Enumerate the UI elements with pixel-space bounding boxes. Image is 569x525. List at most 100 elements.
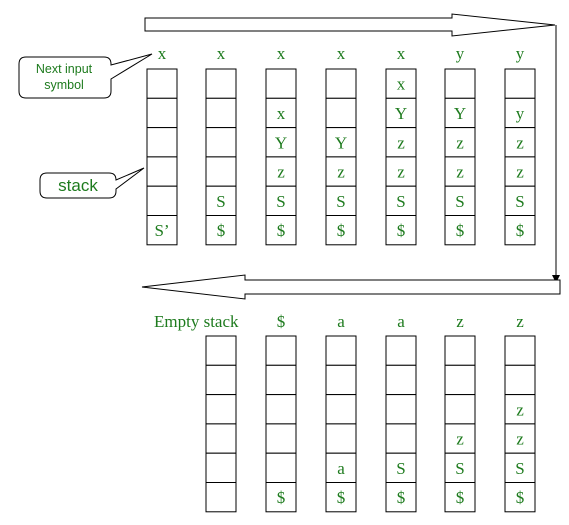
stack-cell-value: z [516,430,524,449]
stack-cell [205,97,237,129]
stack-cell [205,127,237,158]
stack-cell [385,335,417,366]
stack-cell-value: S [515,192,524,211]
stack-cell-value: S [515,459,524,478]
stack-cell [265,97,297,129]
stack-cell-value: z [456,163,464,182]
stack-cell [265,68,297,99]
stack-cell [444,68,476,99]
stack-cell-value: z [397,133,405,152]
stack-cell [504,68,536,99]
stack-cell [325,156,357,187]
stack-column: aa$ [325,312,357,513]
stack-cell-value: z [397,163,405,182]
stack-cell-value: $ [277,488,286,507]
stack-cell-value: z [277,163,285,182]
empty-stack-label: Empty stack [154,312,239,331]
stack-cell-value: S [455,192,464,211]
stack-cell-value: z [456,133,464,152]
input-symbol: x [337,44,346,63]
stack-cell-value: S [336,192,345,211]
stack-cell-value: $ [277,221,286,240]
stack-cell-value: a [337,459,345,478]
stack-cell-value: $ [456,221,465,240]
stack-cell-value: Y [454,104,466,123]
stack-cell [146,185,178,216]
stack-cell [444,185,476,216]
stack-cell-value: y [516,104,525,123]
stack-cell [265,185,297,216]
stack-cell [504,97,536,129]
stack-cell-value: S [216,192,225,211]
stack-cell-value: z [516,400,524,419]
stack-cell [504,127,536,158]
stack-cell-value: z [337,163,345,182]
stack-callout: stack [39,167,145,199]
stack-cell [146,68,178,99]
stack-column: $$ [265,312,297,513]
stack-cell [205,335,237,366]
stack-cell [504,364,536,396]
stack-cell [325,68,357,99]
stack-cell [265,156,297,187]
input-symbol: a [337,312,345,331]
stack-cell [265,482,297,513]
stack-cell [265,452,297,484]
stack-cell-value: $ [337,221,346,240]
stack-callout-label: stack [58,176,98,195]
stack-cell-value: x [277,104,286,123]
stack-cell [325,97,357,129]
down-connector-arrowhead [552,275,560,283]
stack-cell [205,68,237,99]
stack-cell [265,215,297,246]
stack-cell [444,215,476,246]
stack-cell [265,364,297,396]
stack-cell [265,394,297,425]
stack-cell-value: z [516,163,524,182]
stack-cell [146,156,178,187]
stack-cell-value: Y [395,104,407,123]
stack-cell [325,394,357,425]
stack-column: xS’ [146,44,178,246]
stack-cell-value: $ [516,221,525,240]
input-symbol: x [277,44,286,63]
stack-cell [444,335,476,366]
stack-cell [325,482,357,513]
input-symbol: x [397,44,406,63]
stack-cell [385,364,417,396]
stack-cell-value: $ [397,488,406,507]
stack-cell-value: Y [275,133,287,152]
stack-cell [385,68,417,99]
stack-cell [385,97,417,129]
stack-cell-value: S’ [154,221,169,240]
stack-cell [205,482,237,513]
stack-cell-value: $ [397,221,406,240]
stack-column: xS$ [205,44,237,246]
stack-cell-value: S [455,459,464,478]
stack-cell [385,423,417,454]
stack-cell [265,127,297,158]
flow-arrows [141,13,561,300]
stack-cell [385,482,417,513]
stack-cell [504,215,536,246]
stack-cell-value: $ [217,221,226,240]
stack-cell [146,97,178,129]
stack-cell [444,364,476,396]
stack-cell [444,452,476,484]
stack-cell [205,364,237,396]
stack-cell [504,335,536,366]
stack-cell [265,335,297,366]
stack-cell [385,215,417,246]
input-symbol: $ [277,312,286,331]
input-symbol: y [456,44,465,63]
stack-cell [325,335,357,366]
stack-cell [385,185,417,216]
right-flow-arrow [144,13,556,37]
